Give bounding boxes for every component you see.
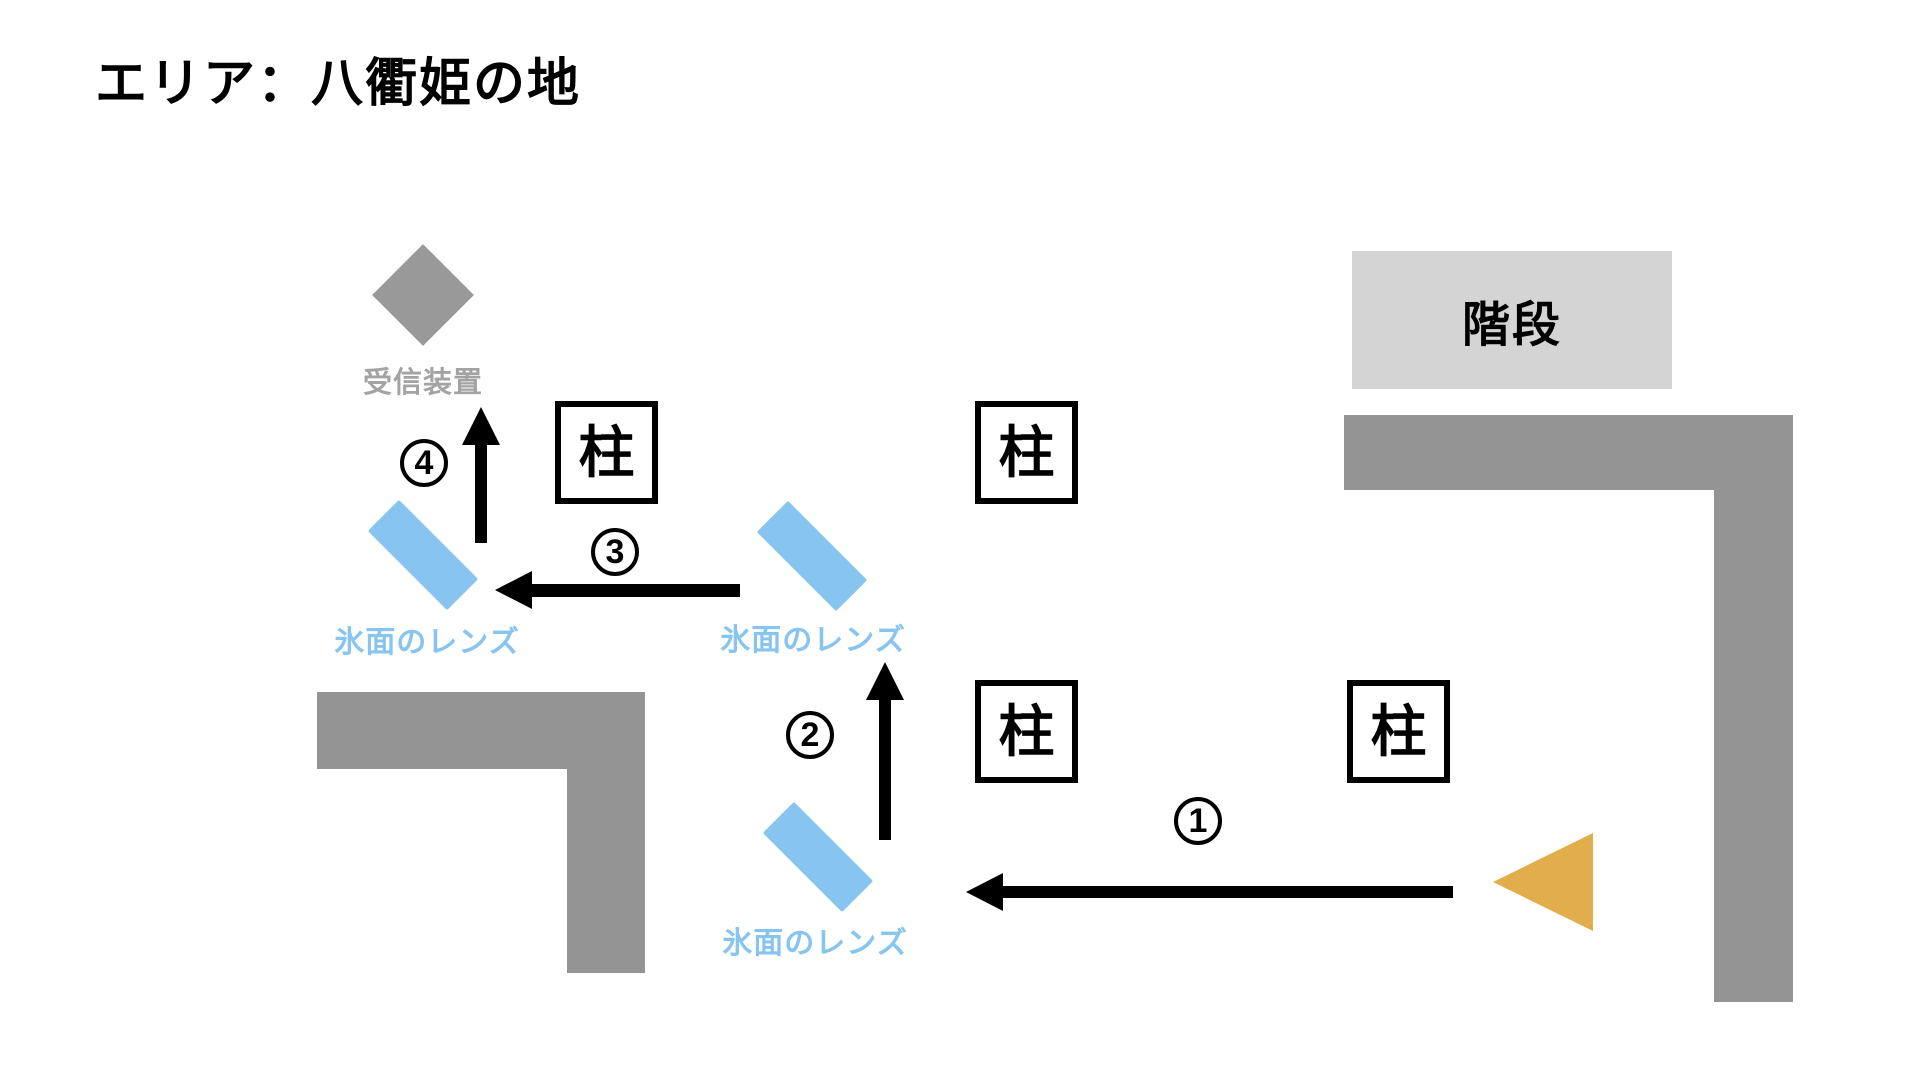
ice-lens-bottom-icon [762,801,874,913]
step-number-1: 1 [1174,797,1222,845]
step-number-2-text: 2 [800,716,820,754]
pillar-box-upper-middle: 柱 [975,401,1078,504]
pillar-label: 柱 [998,699,1055,763]
step-number-4-text: 4 [414,444,434,482]
step-number-2: 2 [786,711,834,759]
receiver-label: 受信装置 [362,367,483,399]
step-number-4: 4 [400,439,448,487]
pillar-box-lower-right: 柱 [1347,680,1450,783]
step-number-3-text: 3 [605,533,625,571]
receiver-diamond-icon [372,244,474,346]
wall-lower-left-vertical [567,769,645,973]
beam-arrow-2-shaft [879,700,891,840]
beam-arrow-4-up-head-icon [462,407,500,445]
ice-lens-label-bottom: 氷面のレンズ [722,927,908,960]
step-number-3: 3 [591,528,639,576]
pillar-box-upper-left: 柱 [555,401,658,504]
beam-arrow-1-shaft [1003,886,1453,898]
pillar-label: 柱 [1370,699,1427,763]
pillar-label: 柱 [578,420,635,484]
beam-arrow-2-up-head-icon [866,662,904,700]
beam-arrow-3-left-head-icon [495,571,532,609]
beam-arrow-3-shaft [532,584,740,597]
wall-lower-left-horizontal [317,692,645,769]
pillar-box-lower-middle: 柱 [975,680,1078,783]
ice-lens-label-upper-left: 氷面のレンズ [334,626,520,659]
ice-lens-label-middle: 氷面のレンズ [720,624,906,657]
beam-arrow-4-shaft [475,445,487,543]
stairs-area: 階段 [1352,251,1672,389]
stairs-label: 階段 [1461,299,1562,352]
page-title: エリア：八衢姫の地 [95,55,582,113]
step-number-1-text: 1 [1188,802,1208,840]
pillar-label: 柱 [998,420,1055,484]
wall-upper-right-vertical [1714,415,1793,1002]
ice-lens-upper-left-icon [367,499,479,611]
start-direction-triangle-icon [1493,833,1593,931]
beam-arrow-1-left-head-icon [966,873,1003,911]
ice-lens-middle-icon [756,500,868,612]
